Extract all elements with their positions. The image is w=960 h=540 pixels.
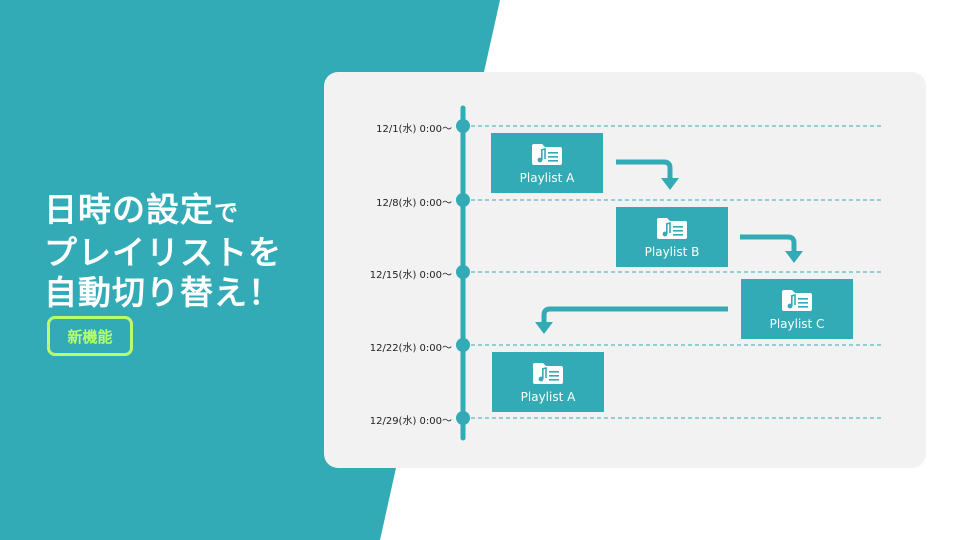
arrow-b-to-c bbox=[740, 234, 803, 263]
headline-line-2: プレイリストを bbox=[44, 233, 282, 272]
playlist-box-b: Playlist B bbox=[616, 207, 728, 267]
playlist-label-a: Playlist A bbox=[519, 170, 575, 185]
headline-line-3: 自動切り替え！ bbox=[44, 273, 282, 312]
date-label-2: 12/8(水) 0:00〜 bbox=[376, 198, 452, 209]
timeline-dot-3 bbox=[456, 265, 470, 279]
timeline-dot-5 bbox=[456, 411, 470, 425]
music-folder-icon bbox=[657, 217, 687, 239]
new-feature-badge: 新機能 bbox=[47, 316, 133, 356]
headline-line-1: 日時の設定で bbox=[44, 190, 282, 233]
date-label-5: 12/29(水) 0:00〜 bbox=[369, 416, 452, 427]
timeline-dot-4 bbox=[456, 338, 470, 352]
headline-line-1-small: で bbox=[214, 199, 239, 227]
playlist-label-a-repeat: Playlist A bbox=[520, 389, 576, 404]
date-label-3: 12/15(水) 0:00〜 bbox=[369, 270, 452, 281]
timeline-diagram bbox=[456, 105, 882, 441]
music-folder-icon bbox=[532, 143, 562, 165]
headline-line-1-main: 日時の設定 bbox=[44, 190, 214, 229]
arrow-a-to-b bbox=[616, 159, 679, 190]
music-folder-icon bbox=[782, 289, 812, 311]
music-folder-icon bbox=[533, 362, 563, 384]
date-label-1: 12/1(水) 0:00〜 bbox=[376, 124, 452, 135]
arrow-c-to-a bbox=[535, 306, 728, 334]
playlist-box-a-repeat: Playlist A bbox=[492, 352, 604, 412]
playlist-box-a: Playlist A bbox=[491, 133, 603, 193]
playlist-label-b: Playlist B bbox=[644, 244, 700, 259]
date-label-4: 12/22(水) 0:00〜 bbox=[369, 343, 452, 354]
schedule-panel: 12/1(水) 0:00〜 12/8(水) 0:00〜 12/15(水) 0:0… bbox=[324, 72, 926, 468]
headline: 日時の設定で プレイリストを 自動切り替え！ bbox=[44, 190, 282, 313]
playlist-label-c: Playlist C bbox=[769, 316, 825, 331]
timeline-dot-1 bbox=[456, 119, 470, 133]
playlist-box-c: Playlist C bbox=[741, 279, 853, 339]
timeline-dot-2 bbox=[456, 193, 470, 207]
